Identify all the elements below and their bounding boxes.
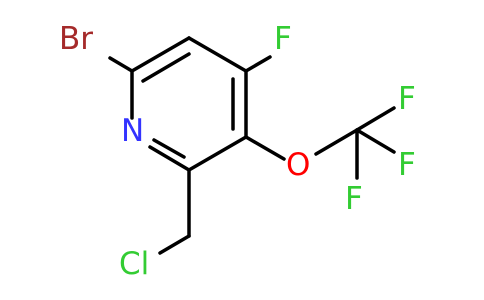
bond-c6-c5 xyxy=(130,36,191,73)
bonds xyxy=(108,36,396,255)
atom-cl: Cl xyxy=(119,246,149,282)
bond-c6-c5-inner xyxy=(141,52,191,83)
bond-c5-c4 xyxy=(187,36,248,73)
atom-labels: Br N F O F F F Cl xyxy=(59,21,416,282)
bond-c6-br xyxy=(108,56,134,73)
atom-f-ring: F xyxy=(274,21,292,57)
atom-f-cf3-top: F xyxy=(398,81,416,117)
bond-c2-n xyxy=(148,145,191,172)
bond-c-f2 xyxy=(355,128,396,154)
bond-o-c xyxy=(314,128,359,156)
atom-n: N xyxy=(121,113,144,149)
bond-c3-c2 xyxy=(187,135,248,172)
bond-c2-n-inner xyxy=(152,138,186,159)
bond-c-f1 xyxy=(355,106,396,132)
atom-f-cf3-bottom: F xyxy=(345,181,363,217)
atom-br: Br xyxy=(59,21,93,57)
atom-o: O xyxy=(286,147,310,183)
bond-ch2-cl xyxy=(158,234,191,255)
bond-c3-o xyxy=(244,135,286,161)
bond-c4-f xyxy=(244,55,272,73)
atom-f-cf3-right: F xyxy=(398,147,416,183)
